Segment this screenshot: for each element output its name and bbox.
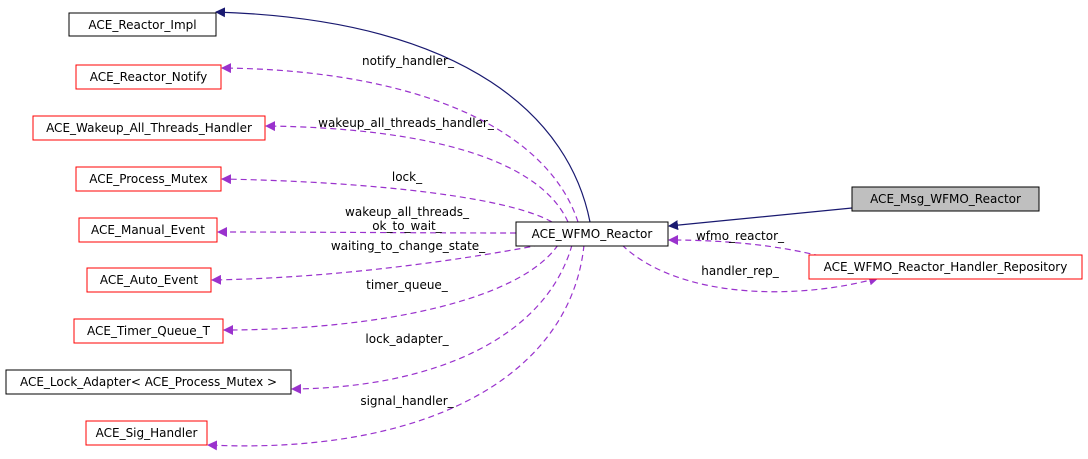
edge-signal-handler [207, 244, 585, 451]
edge-timer-queue [223, 244, 559, 335]
node-wakeup-all-threads-handler[interactable]: ACE_Wakeup_All_Threads_Handler [32, 115, 266, 141]
edge-handler-rep [621, 244, 879, 293]
node-label: ACE_Reactor_Notify [90, 70, 208, 84]
node-handler-repository[interactable]: ACE_WFMO_Reactor_Handler_Repository [808, 254, 1083, 280]
label-lock-adapter: lock_adapter_ [365, 332, 449, 346]
label-wakeup-all-threads: wakeup_all_threads_ [345, 205, 470, 219]
label-lock: lock_ [392, 170, 423, 184]
node-process-mutex[interactable]: ACE_Process_Mutex [75, 166, 222, 192]
node-label: ACE_Lock_Adapter< ACE_Process_Mutex > [20, 375, 277, 389]
edge-wfmo-reactor [668, 235, 821, 257]
node-label: ACE_Reactor_Impl [88, 18, 196, 32]
edge-labels: notify_handler_ wakeup_all_threads_handl… [318, 54, 785, 408]
label-ok-to-wait: ok_to_wait_ [372, 219, 443, 233]
node-label: ACE_Sig_Handler [96, 426, 198, 440]
node-lock-adapter[interactable]: ACE_Lock_Adapter< ACE_Process_Mutex > [5, 369, 292, 395]
node-label: ACE_WFMO_Reactor_Handler_Repository [824, 260, 1068, 274]
nodes: ACE_Reactor_Impl ACE_Reactor_Notify ACE_… [5, 12, 1083, 446]
node-msg-wfmo-reactor[interactable]: ACE_Msg_WFMO_Reactor [851, 186, 1040, 212]
label-signal-handler: signal_handler_ [360, 394, 454, 408]
edges [207, 7, 879, 451]
label-timer-queue: timer_queue_ [366, 278, 449, 292]
node-label: ACE_Manual_Event [91, 223, 205, 237]
edge-inherit-wfmo-reactor [668, 207, 853, 231]
label-waiting-to-change-state: waiting_to_change_state_ [331, 239, 486, 253]
edge-lock-adapter [291, 244, 573, 394]
label-notify-handler: notify_handler_ [362, 54, 455, 68]
node-reactor-notify[interactable]: ACE_Reactor_Notify [75, 64, 222, 90]
node-reactor-impl[interactable]: ACE_Reactor_Impl [68, 12, 217, 37]
edge-manual-event [217, 227, 517, 238]
node-auto-event[interactable]: ACE_Auto_Event [86, 267, 212, 293]
node-label: ACE_Auto_Event [100, 273, 198, 287]
edge-inherit-reactor-impl [215, 7, 591, 223]
node-timer-queue[interactable]: ACE_Timer_Queue_T [73, 318, 224, 344]
node-label: ACE_WFMO_Reactor [532, 227, 653, 241]
edge-auto-event [211, 244, 541, 285]
node-label: ACE_Timer_Queue_T [87, 324, 211, 338]
edge-lock [221, 174, 553, 223]
node-label: ACE_Process_Mutex [89, 172, 207, 186]
node-wfmo-reactor[interactable]: ACE_WFMO_Reactor [515, 221, 669, 247]
label-wakeup-all-threads-handler: wakeup_all_threads_handler_ [318, 116, 495, 130]
edge-notify-handler [221, 63, 579, 223]
node-manual-event[interactable]: ACE_Manual_Event [78, 217, 218, 243]
label-wfmo-reactor: wfmo_reactor_ [696, 229, 785, 243]
node-label: ACE_Msg_WFMO_Reactor [870, 192, 1021, 206]
node-label: ACE_Wakeup_All_Threads_Handler [46, 121, 252, 135]
node-sig-handler[interactable]: ACE_Sig_Handler [85, 420, 208, 446]
label-handler-rep: handler_rep_ [701, 264, 780, 278]
